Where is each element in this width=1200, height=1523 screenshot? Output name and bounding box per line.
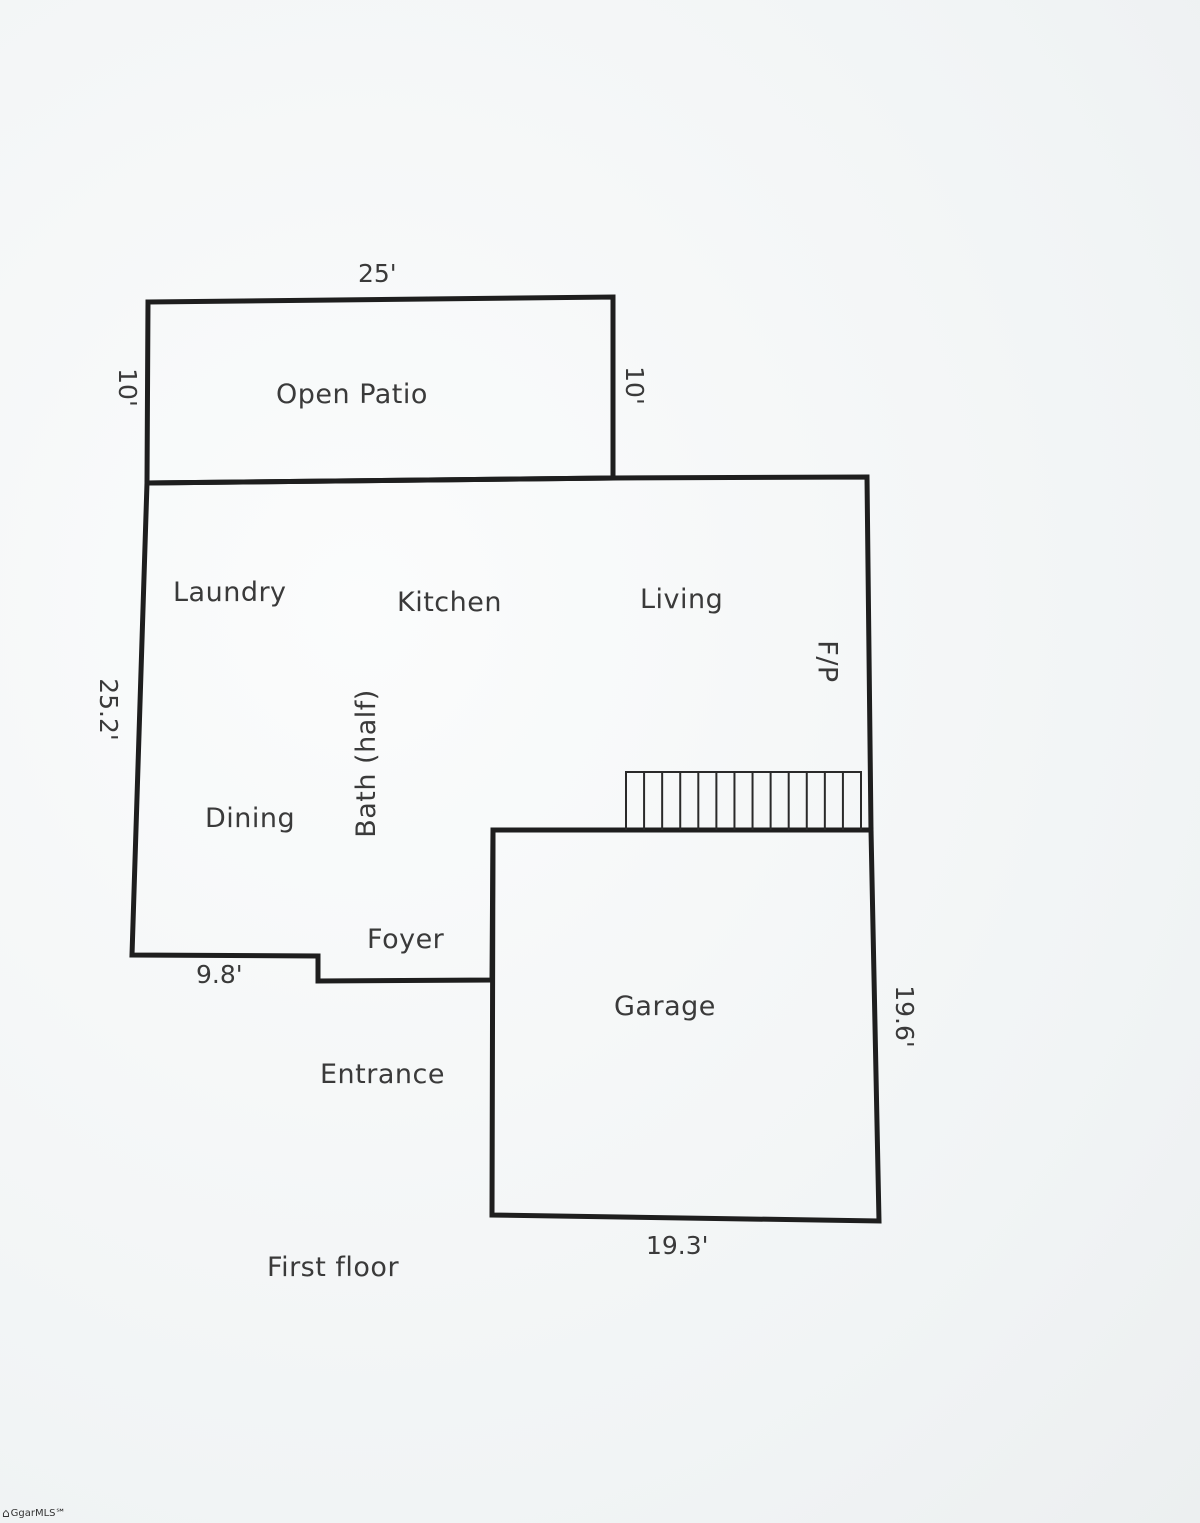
- room-label-entrance: Entrance: [320, 1059, 445, 1090]
- dim-house-depth: 25.2': [93, 678, 123, 741]
- dim-garage-depth: 19.6': [889, 985, 919, 1048]
- room-label-fireplace: F/P: [811, 640, 843, 683]
- room-label-kitchen: Kitchen: [397, 587, 502, 618]
- house-outline: [129, 474, 874, 984]
- room-label-garage: Garage: [614, 991, 716, 1022]
- stairs-outline: [625, 771, 862, 830]
- room-label-laundry: Laundry: [173, 577, 287, 608]
- dim-patio-depth-right: 10': [619, 366, 649, 405]
- dim-front-width: 9.8': [196, 960, 243, 989]
- room-label-half-bath: Bath (half): [350, 689, 382, 838]
- dim-garage-width: 19.3': [646, 1231, 709, 1260]
- room-label-dining: Dining: [205, 803, 296, 834]
- garage-outline: [489, 827, 882, 1224]
- floor-title: First floor: [267, 1252, 400, 1283]
- room-label-open-patio: Open Patio: [276, 379, 428, 410]
- watermark-text: GgarMLS℠: [10, 1507, 66, 1519]
- dim-patio-width: 25': [358, 259, 397, 288]
- room-label-foyer: Foyer: [367, 924, 445, 955]
- room-label-living: Living: [640, 584, 724, 615]
- mls-watermark: ⌂ GgarMLS℠: [2, 1506, 66, 1520]
- house-logo-icon: ⌂: [2, 1506, 10, 1520]
- dim-patio-depth-left: 10': [112, 368, 142, 407]
- stairs: [625, 771, 862, 830]
